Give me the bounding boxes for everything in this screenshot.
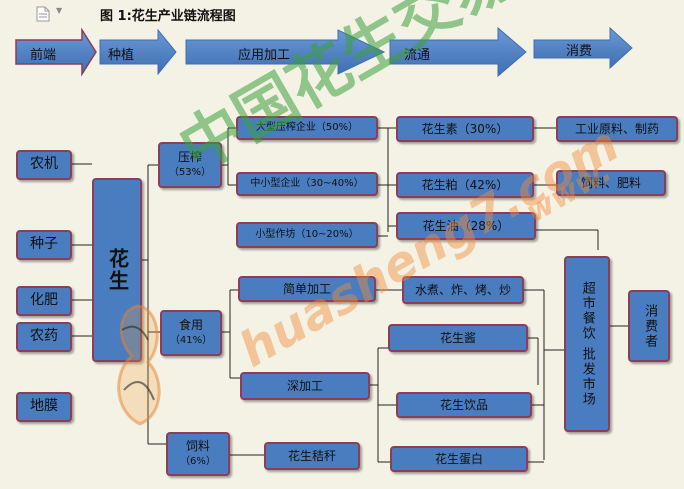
- peanut-oil-product: 花生油（28%）: [396, 212, 536, 240]
- small-medium-enterprise: 中小型企业（30~40%）: [236, 172, 378, 196]
- document-icon: [36, 6, 50, 22]
- stage-arrow-frontend: [15, 27, 97, 77]
- deep-processing: 深加工: [240, 372, 370, 400]
- simple-processing: 简单加工: [238, 276, 376, 302]
- simple-processing-methods: 水煮、炸、烤、炒: [402, 276, 524, 304]
- distribution-channels: 超市餐饮 批发市场: [564, 256, 610, 432]
- small-workshop: 小型作坊（10~20%）: [236, 222, 378, 248]
- dropdown-caret-icon[interactable]: ▼: [56, 6, 63, 15]
- peanut-straw: 花生秸秆: [264, 442, 360, 470]
- peanut-protein: 花生蛋白: [390, 446, 528, 472]
- food-share: （41%）: [169, 335, 213, 347]
- press-node: 压榨 （53%）: [158, 142, 222, 188]
- peanut-logo-watermark: [117, 304, 161, 426]
- stage-label-consumption: 消费: [566, 44, 593, 59]
- food-label: 食用: [178, 318, 203, 333]
- press-label: 压榨: [177, 150, 202, 165]
- figure-title: 图 1:花生产业链流程图: [100, 9, 236, 24]
- input-mulch-film: 地膜: [16, 392, 72, 422]
- press-share: （53%）: [168, 167, 212, 179]
- stage-label-frontend: 前端: [30, 48, 57, 63]
- input-machinery: 农机: [16, 150, 72, 180]
- stage-arrow-consumption: [533, 26, 633, 70]
- large-press-enterprise: 大型压榨企业（50%）: [236, 116, 378, 140]
- peanut-beverage: 花生饮品: [396, 392, 532, 418]
- stage-label-processing: 应用加工: [238, 48, 291, 63]
- stage-label-planting: 种植: [108, 48, 135, 63]
- stage-arrow-circulation: [389, 26, 527, 78]
- peanut-meal-product: 花生粕（42%）: [396, 172, 534, 198]
- feed-share: （6%）: [180, 456, 216, 468]
- industrial-pharma-use: 工业原料、制药: [556, 116, 678, 142]
- connector-lines: [72, 127, 628, 463]
- peanut-butter: 花生酱: [388, 324, 528, 352]
- stage-label-circulation: 流通: [404, 48, 431, 63]
- fodder-fertilizer-use: 饲料、肥料: [556, 170, 666, 196]
- feed-label: 饲料: [185, 439, 210, 454]
- input-seeds: 种子: [16, 230, 72, 260]
- input-pesticide: 农药: [16, 322, 72, 352]
- peanut-protein-product: 花生素（30%）: [396, 116, 534, 142]
- consumer-node: 消费者: [628, 290, 670, 362]
- feed-node: 饲料 （6%）: [166, 432, 230, 476]
- stage-arrow-planting: [99, 28, 177, 76]
- peanut-node: 花生: [92, 178, 142, 362]
- food-node: 食用 （41%）: [160, 310, 222, 356]
- input-fertilizer: 化肥: [16, 286, 72, 316]
- stage-arrow-processing: [185, 29, 386, 75]
